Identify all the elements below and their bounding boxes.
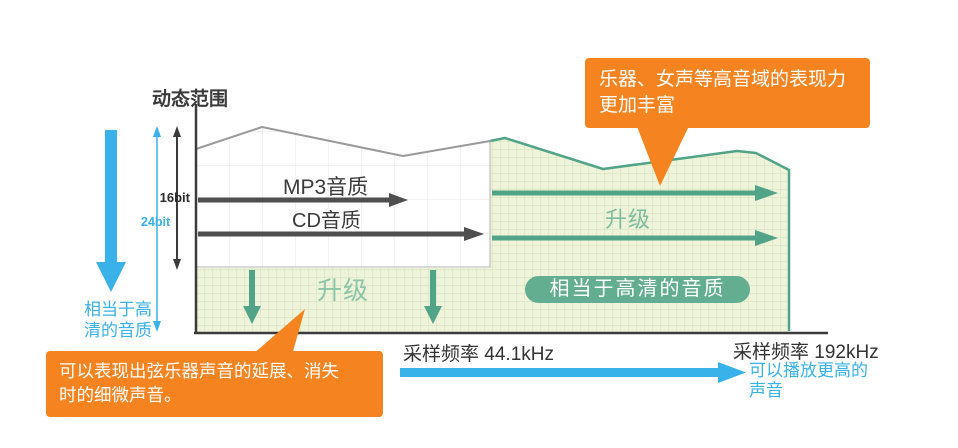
- axes: [194, 104, 828, 335]
- sample-rate-192-label: 采样频率 192kHz: [733, 342, 879, 363]
- callout-string-detail: 可以表现出弦乐器声音的延展、消失 时的细微声音。: [46, 351, 383, 417]
- upgrade-down-arrow-left: [243, 270, 261, 324]
- note-hd-equivalent: 相当于高清的音质: [84, 300, 152, 340]
- bit16-measure-arrow: [173, 126, 181, 270]
- upgrade-label-bottom: 升级: [317, 277, 370, 305]
- frequency-increase-arrow: [400, 362, 746, 383]
- bit24-measure-arrow: [153, 126, 161, 332]
- callout-high-range: 乐器、女声等高音域的表现力 更加丰富: [585, 58, 870, 128]
- hires-envelope-line: [489, 136, 791, 331]
- note-higher-sound: 可以播放更高的声音: [749, 361, 868, 400]
- y-axis-title: 动态范围: [152, 89, 229, 110]
- top-callout-tail: [636, 124, 690, 186]
- upgrade-down-arrow-right: [424, 270, 442, 324]
- upgrade-arrow-bottom: [492, 230, 778, 246]
- callout-high-range-line2: 更加丰富: [599, 95, 676, 116]
- upgrade-label-right: 升级: [605, 207, 652, 232]
- mp3-arrow: [198, 193, 408, 207]
- callout-string-detail-line2: 时的细微声音。: [59, 385, 182, 405]
- cd-arrow: [198, 227, 484, 241]
- dynamic-range-down-arrow: [96, 130, 126, 292]
- upgrade-arrow-top: [492, 185, 778, 201]
- hd-quality-badge: 相当于高清的音质: [525, 276, 750, 303]
- cd-envelope-line: [195, 126, 491, 157]
- bottom-callout-tail: [252, 309, 305, 355]
- bit24-label: 24bit: [141, 215, 171, 229]
- cd-quality-label: CD音质: [292, 210, 361, 232]
- callout-high-range-line1: 乐器、女声等高音域的表现力: [599, 69, 847, 90]
- callout-string-detail-line1: 可以表现出弦乐器声音的延展、消失: [59, 361, 339, 381]
- bit16-label: 16bit: [159, 190, 190, 205]
- sample-rate-44-label: 采样频率 44.1kHz: [403, 344, 554, 365]
- mp3-quality-label: MP3音质: [283, 176, 369, 199]
